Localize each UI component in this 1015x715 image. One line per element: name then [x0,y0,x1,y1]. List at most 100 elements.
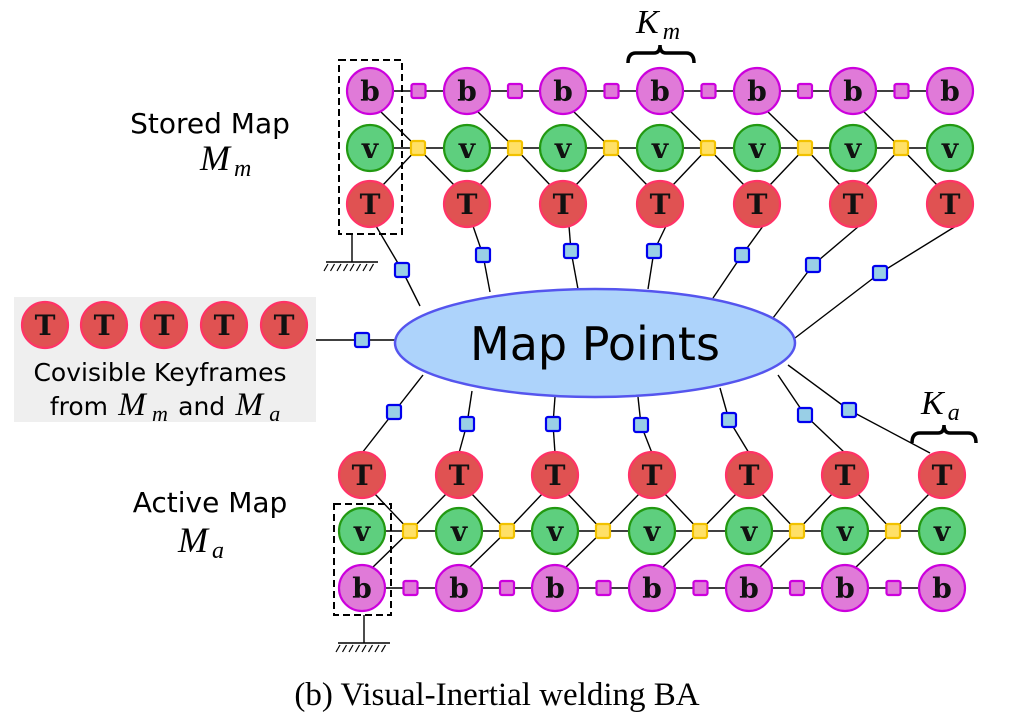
node-circle [345,123,395,173]
node-letter: T [650,188,671,221]
node-circle [337,563,387,613]
reprojection-factor [544,415,562,433]
inertial-factor [699,139,717,157]
inertial-factor [409,139,427,157]
node-letter: T [352,459,373,492]
stored-node-T: T [828,179,878,229]
node-circle [337,506,387,556]
node-circle [530,450,580,500]
node-circle [337,450,387,500]
reprojection-factor [458,415,476,433]
node-letter: b [932,572,952,605]
covisible-keyframe: T [199,300,249,350]
node-circle [925,123,975,173]
node-letter: T [843,188,864,221]
reprojection-edge [794,272,881,339]
bias-factor [700,82,717,100]
inertial-factor [691,522,709,540]
covisible-reprojection-factor [353,331,371,349]
active-node-b: b [434,563,484,613]
ground-hatch [348,644,354,653]
node-letter: T [545,459,566,492]
stored-node-T: T [538,179,588,229]
ground-hatch [361,644,367,653]
stored-node-b: b [442,66,492,116]
node-circle [79,300,129,350]
node-letter: v [933,515,951,548]
bias-factor [885,579,902,597]
bias-factor [595,579,612,597]
node-letter: v [554,132,572,165]
reprojection-factor [645,242,663,260]
stored-node-b: b [732,66,782,116]
active-node-b: b [627,563,677,613]
node-letter: v [836,515,854,548]
stored-node-b: b [635,66,685,116]
brace-ka-label: K a [920,385,960,426]
figure-caption: (b) Visual-Inertial welding BA [294,677,699,713]
node-circle [724,563,774,613]
ground-hatch [367,644,374,653]
stored-node-v: v [925,123,975,173]
reprojection-factor [720,411,738,429]
bias-factor [402,579,419,597]
stored-node-T: T [732,179,782,229]
node-letter: b [843,75,863,108]
node-letter: v [651,132,669,165]
reprojection-factor [562,242,580,260]
stored-map-title: Stored Map [130,107,290,140]
node-letter: b [545,572,565,605]
map-points-ellipse [393,287,797,399]
bias-factor [410,82,427,100]
node-circle [732,179,782,229]
stored-map-symbol: M m [199,138,251,182]
active-node-b: b [820,563,870,613]
ground-hatch [374,644,380,653]
node-circle [442,66,492,116]
node-circle [828,123,878,173]
node-letter: T [835,459,856,492]
reprojection-factor [474,246,492,264]
stored-node-b: b [828,66,878,116]
active-node-T: T [724,450,774,500]
node-letter: T [449,459,470,492]
node-letter: T [274,309,295,342]
stored-node-T: T [345,179,395,229]
active-map-title: Active Map [133,486,288,519]
ground-hatch [323,263,329,272]
stored-node-T: T [925,179,975,229]
node-letter: b [739,572,759,605]
node-letter: T [553,188,574,221]
ground-hatch [329,263,336,272]
fixed-keyframe-box-active [333,503,392,616]
ground-hatch [336,263,342,272]
node-letter: T [94,309,115,342]
node-letter: b [940,75,960,108]
node-letter: b [352,572,372,605]
node-letter: b [747,75,767,108]
ground-hatch [380,644,387,653]
node-circle [917,506,967,556]
reprojection-factor [733,246,751,264]
node-letter: T [214,309,235,342]
reprojection-factor [632,416,650,434]
inertial-factor [788,522,806,540]
covisible-keyframe: T [79,300,129,350]
reprojection-factor [871,264,889,282]
reprojection-factor [796,406,814,424]
node-circle [434,506,484,556]
node-circle [538,123,588,173]
reprojection-edge [787,364,850,411]
stored-node-b: b [538,66,588,116]
node-circle [627,563,677,613]
covisible-keyframe: T [20,300,70,350]
bias-factor [692,579,709,597]
node-circle [530,563,580,613]
active-node-v: v [724,506,774,556]
active-node-v: v [530,506,580,556]
node-letter: b [650,75,670,108]
inertial-factor [594,522,612,540]
ground-hatch [355,263,362,272]
bias-factor [788,579,806,597]
stored-node-v: v [635,123,685,173]
